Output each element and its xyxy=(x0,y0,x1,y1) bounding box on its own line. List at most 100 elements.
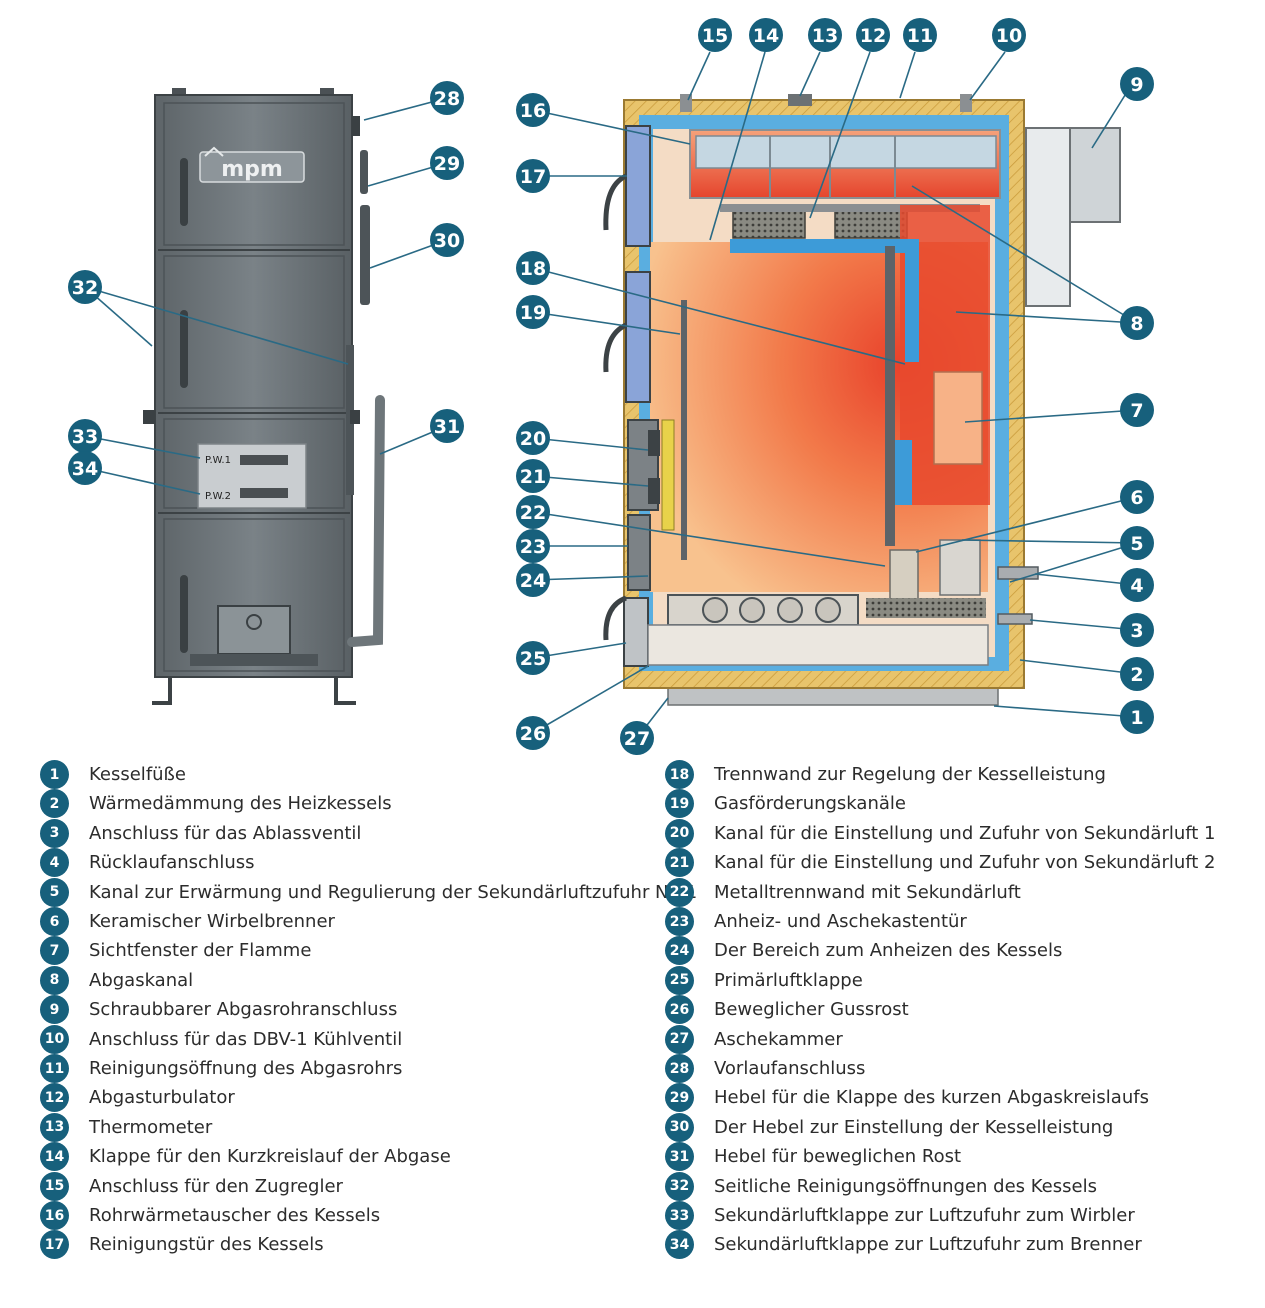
legend-number: 19 xyxy=(665,789,694,819)
legend-number: 33 xyxy=(665,1201,694,1230)
thermometer xyxy=(788,94,812,106)
output-lever[interactable] xyxy=(360,205,370,305)
primary-air-flap[interactable] xyxy=(623,597,649,667)
legend-number: 34 xyxy=(665,1230,694,1260)
middle-door[interactable] xyxy=(163,255,345,409)
callout-10: 10 xyxy=(992,18,1026,52)
legend-number: 20 xyxy=(665,818,694,848)
legend-number: 18 xyxy=(665,760,694,789)
callout-6: 6 xyxy=(1120,480,1154,514)
callout-8: 8 xyxy=(1120,306,1154,340)
callout-circle xyxy=(430,409,464,443)
callout-circle xyxy=(68,419,102,453)
upper-door[interactable] xyxy=(163,102,345,246)
legend-number: 14 xyxy=(40,1142,69,1172)
callout-number: 6 xyxy=(1130,487,1143,509)
callout-20: 20 xyxy=(516,421,550,455)
callout-22: 22 xyxy=(516,495,550,529)
door-handle[interactable] xyxy=(180,575,188,653)
callout-circle xyxy=(1120,657,1154,691)
legend-text: Sekundärluftklappe zur Luftzufuhr zum Br… xyxy=(714,1234,1142,1256)
legend-text: Primärluftklappe xyxy=(714,969,863,991)
ash-door[interactable] xyxy=(627,514,651,591)
gas-channel xyxy=(730,239,919,362)
callout-number: 27 xyxy=(624,728,650,750)
callout-number: 17 xyxy=(520,166,546,188)
callout-4: 4 xyxy=(1120,568,1154,602)
legend-text: Reinigungsöffnung des Abgasrohrs xyxy=(89,1058,403,1079)
cooling-valve-connection xyxy=(960,94,972,112)
lower-door[interactable] xyxy=(163,518,345,672)
callout-16: 16 xyxy=(516,93,550,127)
callout-circle xyxy=(68,451,102,485)
legend-number: 15 xyxy=(40,1171,69,1201)
door-handle[interactable] xyxy=(180,158,188,226)
callout-number: 22 xyxy=(520,502,546,524)
door-handle[interactable] xyxy=(180,310,188,388)
callout-5: 5 xyxy=(1120,526,1154,560)
callout-30: 30 xyxy=(430,223,464,257)
callout-number: 30 xyxy=(434,230,460,252)
legend-text: Kanal für die Einstellung und Zufuhr von… xyxy=(714,822,1216,844)
callout-circle xyxy=(749,18,783,52)
pw1-slider[interactable] xyxy=(240,455,288,465)
callout-34: 34 xyxy=(68,451,102,485)
legend-number: 2 xyxy=(40,789,69,819)
callout-9: 9 xyxy=(1120,67,1154,101)
legend-number: 10 xyxy=(40,1024,69,1054)
callout-circle xyxy=(1120,306,1154,340)
short-circuit-lever[interactable] xyxy=(360,150,368,194)
callout-number: 32 xyxy=(72,277,98,299)
legend-number: 5 xyxy=(40,877,69,907)
callout-1: 1 xyxy=(1120,700,1154,734)
legend-text: Schraubbarer Abgasrohranschluss xyxy=(89,999,398,1021)
legend-text: Der Bereich zum Anheizen des Kessels xyxy=(714,940,1063,962)
callout-17: 17 xyxy=(516,159,550,193)
grate-lever[interactable] xyxy=(347,395,385,647)
legend-text: Abgaskanal xyxy=(89,969,194,991)
callout-number: 33 xyxy=(72,426,98,448)
cleaning-door[interactable] xyxy=(625,125,651,247)
legend-item: 11 Reinigungsöffnung des Abgasrohrs xyxy=(40,1054,402,1083)
callout-number: 2 xyxy=(1130,664,1143,686)
legend-number: 25 xyxy=(665,965,694,995)
callout-number: 16 xyxy=(520,100,546,122)
callout-number: 9 xyxy=(1130,74,1143,96)
pw2-slider[interactable] xyxy=(240,488,288,498)
upper-fire-door[interactable] xyxy=(625,271,651,403)
callout-circle xyxy=(516,251,550,285)
logo-text: mpm xyxy=(221,157,283,182)
callout-32: 32 xyxy=(68,270,102,304)
callout-circle xyxy=(698,18,732,52)
top-nub xyxy=(172,88,186,98)
callout-circle xyxy=(992,18,1026,52)
callout-circle xyxy=(68,270,102,304)
callout-number: 12 xyxy=(860,25,886,47)
callout-number: 28 xyxy=(434,88,460,110)
legend-text: Hebel für die Klappe des kurzen Abgaskre… xyxy=(714,1087,1149,1109)
flue-outlet xyxy=(1025,127,1071,307)
callout-number: 21 xyxy=(520,466,546,488)
top-nub xyxy=(320,88,334,98)
legend-text: Rücklaufanschluss xyxy=(89,852,255,874)
callout-27: 27 xyxy=(620,721,654,755)
legend-text: Keramischer Wirbelbrenner xyxy=(89,911,335,932)
legend-item: 25 Primärluftklappe xyxy=(665,965,863,995)
callout-12: 12 xyxy=(856,18,890,52)
callout-circle xyxy=(1120,393,1154,427)
turbulator xyxy=(732,209,806,239)
legend-text: Anheiz- und Aschekastentür xyxy=(714,911,967,932)
legend-number: 21 xyxy=(665,848,694,878)
legend-number: 11 xyxy=(40,1054,69,1083)
